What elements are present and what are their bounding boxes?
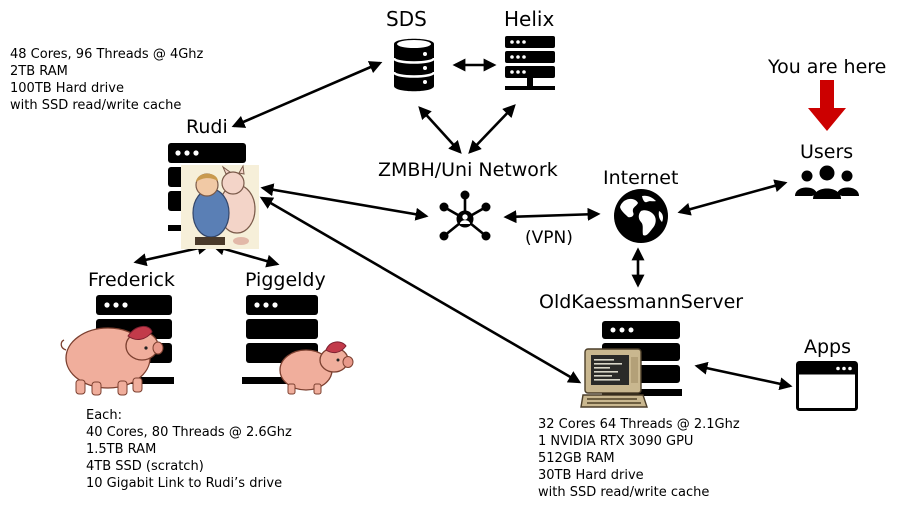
oldkaessmann-label: OldKaessmannServer <box>539 291 744 313</box>
arrow-sds-network <box>418 106 462 154</box>
app-window-icon <box>796 361 858 411</box>
frederick-pig-illustration <box>60 326 164 396</box>
apps-label: Apps <box>804 336 852 358</box>
internet-label: Internet <box>603 167 679 189</box>
server-rack-icon <box>505 36 555 90</box>
oldkaessmann-spec-line: 32 Cores 64 Threads @ 2.1Ghz <box>538 417 740 432</box>
rudi-spec-line: 48 Cores, 96 Threads @ 4Ghz <box>10 47 204 62</box>
users-label: Users <box>800 141 854 163</box>
arrow-rudi-sds <box>231 61 383 128</box>
network-hub-icon <box>439 190 491 241</box>
rudi-specs: 48 Cores, 96 Threads @ 4Ghz 2TB RAM 100T… <box>10 46 203 114</box>
you-are-here-label: You are here <box>768 56 887 78</box>
arrow-internet-users <box>677 179 788 216</box>
arrow-helix-network <box>468 104 516 154</box>
rudi-spec-line: 2TB RAM <box>10 64 68 79</box>
rudi-label: Rudi <box>186 116 228 138</box>
frederick-label: Frederick <box>88 269 175 291</box>
oldkaessmann-spec-line: with SSD read/write cache <box>538 485 710 500</box>
arrow-rudi-piggeldy <box>211 242 280 268</box>
workers-spec-line: 10 Gigabit Link to Rudi’s drive <box>86 476 283 491</box>
you-are-here-arrow <box>808 80 846 131</box>
piggeldy-label: Piggeldy <box>245 269 326 291</box>
vpn-label: (VPN) <box>525 228 573 248</box>
database-icon <box>392 38 436 92</box>
rudi-spec-line: with SSD read/write cache <box>10 98 182 113</box>
retro-computer-illustration <box>580 348 648 408</box>
sds-label: SDS <box>386 7 427 31</box>
globe-icon <box>614 189 668 243</box>
workers-spec-line: Each: <box>86 408 122 423</box>
oldkaessmann-specs: 32 Cores 64 Threads @ 2.1Ghz 1 NVIDIA RT… <box>538 416 740 501</box>
arrow-oldkaessmann-apps <box>694 361 793 391</box>
workers-spec-line: 40 Cores, 80 Threads @ 2.6Ghz <box>86 425 292 440</box>
helix-label: Helix <box>504 7 555 31</box>
rudi-mascot-illustration <box>181 164 259 249</box>
piggeldy-pig-illustration <box>279 341 354 395</box>
users-group-icon <box>795 165 859 199</box>
workers-specs: Each: 40 Cores, 80 Threads @ 2.6Ghz 1.5T… <box>86 407 292 492</box>
workers-spec-line: 4TB SSD (scratch) <box>86 459 204 474</box>
oldkaessmann-spec-line: 30TB Hard drive <box>538 468 644 483</box>
rudi-spec-line: 100TB Hard drive <box>10 81 124 96</box>
workers-spec-line: 1.5TB RAM <box>86 442 157 457</box>
arrow-rudi-oldkaessmann <box>259 196 582 384</box>
oldkaessmann-spec-line: 512GB RAM <box>538 451 615 466</box>
oldkaessmann-spec-line: 1 NVIDIA RTX 3090 GPU <box>538 434 694 449</box>
arrow-network-internet <box>503 207 601 224</box>
network-label: ZMBH/Uni Network <box>378 159 558 181</box>
